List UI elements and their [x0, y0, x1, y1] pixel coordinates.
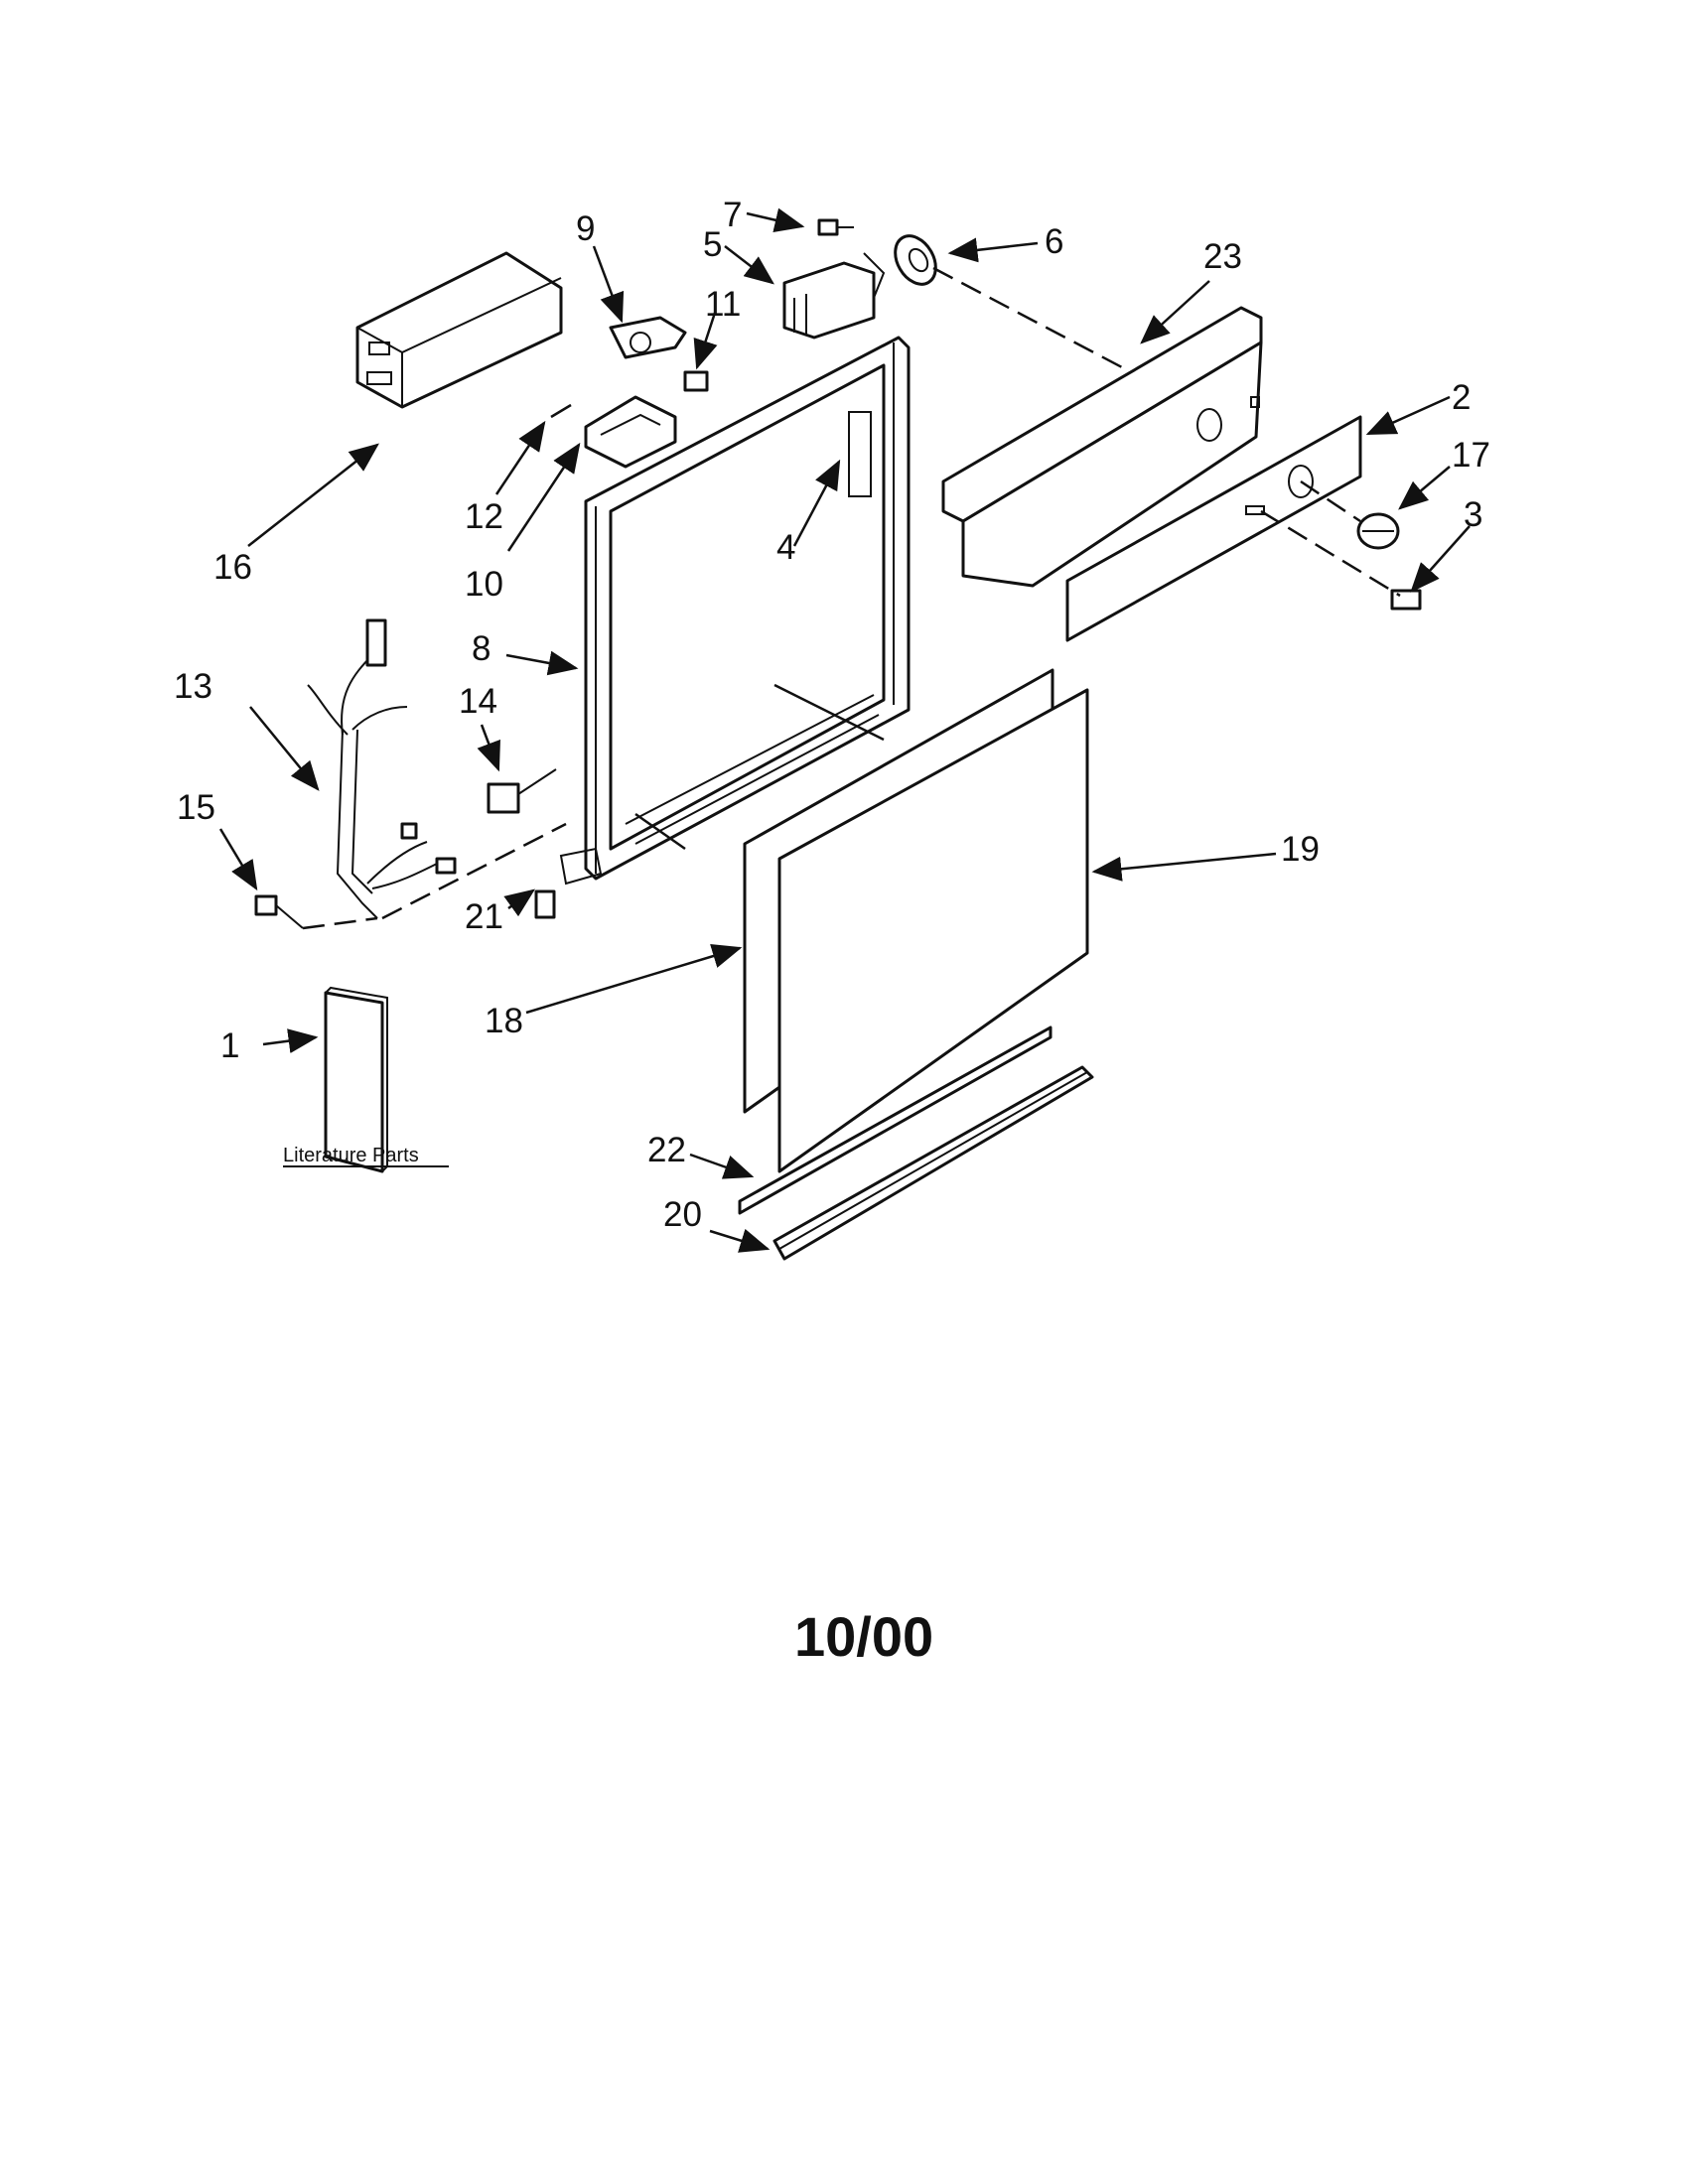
part-20-bottom-trim [772, 1065, 1094, 1261]
callout-14: 14 [459, 682, 497, 721]
part-23-console [941, 306, 1263, 588]
callout-21: 21 [465, 897, 503, 936]
callout-3: 3 [1464, 495, 1482, 534]
part-15-screw [254, 894, 304, 929]
callout-1: 1 [220, 1026, 239, 1065]
callout-15: 15 [177, 788, 215, 827]
part-5-latch [782, 252, 886, 340]
callout-10: 10 [465, 565, 503, 604]
callout-5: 5 [703, 225, 722, 264]
dash-harness-to-frame [381, 822, 567, 920]
callout-7: 7 [723, 196, 742, 234]
part-1-literature [324, 986, 388, 1173]
callout-8: 8 [472, 629, 491, 668]
callout-2: 2 [1452, 378, 1471, 417]
callout-18: 18 [485, 1002, 523, 1040]
part-12-spring [550, 403, 572, 419]
part-16-cover [355, 251, 563, 409]
callout-17: 17 [1452, 436, 1490, 475]
dash-6-to-23 [932, 266, 1123, 369]
literature-parts-label: Literature Parts [283, 1145, 419, 1166]
callout-labels: 1 2 3 4 5 6 7 8 9 10 11 12 13 14 15 16 1… [174, 196, 1490, 1234]
callout-16: 16 [213, 548, 252, 587]
leader-arrows [218, 207, 1471, 1253]
part-3-button [1390, 589, 1422, 611]
part-13-wire-harness [307, 618, 457, 919]
callout-6: 6 [1045, 222, 1063, 261]
dash-17 [1300, 479, 1361, 523]
callout-23: 23 [1203, 237, 1242, 276]
cross-line-b [634, 812, 686, 851]
callout-19: 19 [1281, 830, 1320, 869]
callout-22: 22 [647, 1131, 686, 1169]
part-22-trim-strip [738, 1025, 1052, 1215]
part-10-bracket [584, 395, 677, 469]
part-7-screw [817, 218, 854, 236]
part-17-knob [1356, 512, 1400, 550]
callout-4: 4 [776, 528, 795, 567]
callout-11: 11 [705, 285, 741, 324]
part-6-handle-knob [894, 234, 937, 286]
part-14-connector-plug [487, 768, 557, 814]
callout-12: 12 [465, 497, 503, 536]
cross-line-a [773, 683, 885, 742]
part-19-door-panel-front [777, 688, 1089, 1173]
callout-20: 20 [663, 1195, 702, 1234]
part-11-connector [683, 370, 709, 392]
dash-plug [302, 916, 378, 930]
callout-13: 13 [174, 667, 212, 706]
dash-3 [1260, 509, 1401, 598]
date-code: 10/00 [794, 1605, 933, 1668]
part-21-clip [534, 889, 556, 919]
part-9-switch [609, 316, 687, 359]
part-2-control-panel [1065, 415, 1362, 642]
callout-9: 9 [576, 209, 595, 248]
